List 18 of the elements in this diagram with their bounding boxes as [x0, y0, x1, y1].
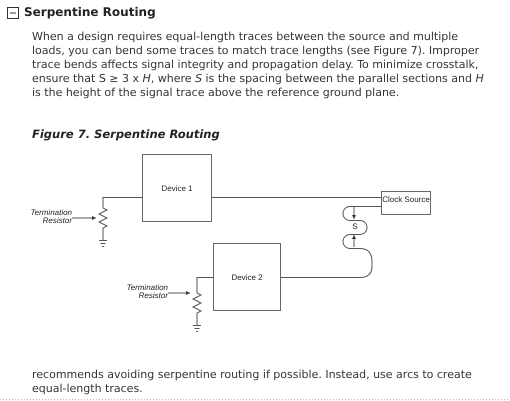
body-paragraph: When a design requires equal-length traces between the source and multiple loads, you can bend some traces to match trace lengths (see Figure 7). Improper trace bends affects signal integrity and propagation delay. To minimize crosstalk, ensure that S ≥ 3 x H, where S is the spacing between the parallel sections and H is the height of the signal trace above the reference ground plane.: [32, 30, 485, 100]
section-heading: Serpentine Routing: [24, 5, 156, 19]
trace-line: [212, 197, 382, 198]
figure-caption: Figure 7. Serpentine Routing: [32, 127, 220, 141]
device-box: Device 1: [142, 154, 212, 222]
source-box: Clock Source: [381, 191, 431, 215]
component-label: Termination Resistor: [120, 284, 168, 302]
body-paragraph: recommends avoiding serpentine routing if possible. Instead, use arcs to create equal-length traces.: [32, 368, 473, 396]
device-box: Device 2: [213, 243, 281, 311]
leader-arrow: [168, 291, 190, 295]
leader-arrow: [72, 216, 96, 220]
trace-line: [196, 277, 214, 290]
resistor-symbol: [96, 205, 110, 248]
trace-line: [102, 197, 142, 206]
serpentine-trace: [280, 206, 382, 278]
resistor-symbol: [190, 290, 204, 333]
spacing-label: S: [351, 223, 359, 231]
component-label: Termination Resistor: [26, 209, 72, 227]
